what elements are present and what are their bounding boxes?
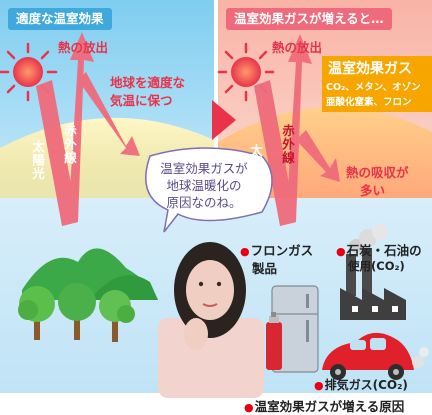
exhaust-gas-label: 排気ガス(CO₂) — [314, 376, 408, 393]
fron-gas-label-line2: 製品 — [252, 261, 278, 276]
left-proper-temp-line1: 地球を適度な — [110, 75, 186, 90]
greenhouse-gas-box: 温室効果ガス CO₂、メタン、オゾン 亜酸化窒素、フロン — [322, 56, 432, 112]
left-warm-arrow — [78, 72, 140, 156]
coal-oil-label-line1: 石炭・石油の — [336, 240, 422, 259]
left-sunlight-label: 太陽光 — [30, 140, 45, 181]
greenhouse-gas-list-line1: CO₂、メタン、オゾン — [326, 82, 421, 93]
left-heat-release-label: 熱の放出 — [58, 40, 109, 55]
left-infrared-label: 赤外線 — [62, 124, 77, 165]
right-absorption-line1: 熱の吸収が — [346, 165, 409, 180]
speech-line2: 地球温暖化の — [166, 178, 242, 193]
right-absorption-line2: 多い — [360, 183, 386, 198]
woman-illustration — [158, 242, 264, 398]
right-sunlight-arrow — [254, 80, 296, 226]
greenhouse-gas-title: 温室効果ガス — [328, 61, 412, 77]
coal-oil-label-line2: 使用(CO₂) — [348, 259, 405, 273]
transition-arrow — [212, 100, 236, 140]
greenhouse-gas-list-line2: 亜酸化窒素、フロン — [326, 97, 412, 108]
speech-line1: 温室効果ガスが — [160, 161, 248, 176]
right-absorption-arrow — [296, 130, 340, 182]
left-proper-temp-line2: 気温に保つ — [110, 93, 173, 108]
right-sunlight-label: 太陽光 — [248, 144, 263, 185]
left-panel-header: 適度な温室効果 — [8, 8, 112, 30]
right-heat-release-arrow — [280, 34, 312, 226]
right-arrows — [254, 34, 340, 226]
left-arrows — [36, 32, 140, 226]
right-heat-release-label: 熱の放出 — [272, 40, 323, 55]
right-infrared-label: 赤外線 — [280, 124, 295, 165]
speech-line3: 原因なのね。 — [166, 195, 242, 210]
right-panel-header: 温室効果ガスが増えると… — [226, 8, 392, 30]
left-sun-icon — [0, 42, 58, 102]
speech-text: 温室効果ガスが 地球温暖化の 原因なのね。 — [140, 150, 268, 224]
trees — [18, 283, 135, 342]
left-heat-release-arrow — [62, 32, 94, 226]
caption: 温室効果ガスが増える原因 — [244, 396, 405, 415]
left-sunlight-arrow — [36, 80, 78, 226]
spray-can-icon — [266, 312, 282, 370]
fron-gas-label-line1: フロンガス — [240, 240, 314, 259]
speech-bubble — [145, 147, 273, 233]
